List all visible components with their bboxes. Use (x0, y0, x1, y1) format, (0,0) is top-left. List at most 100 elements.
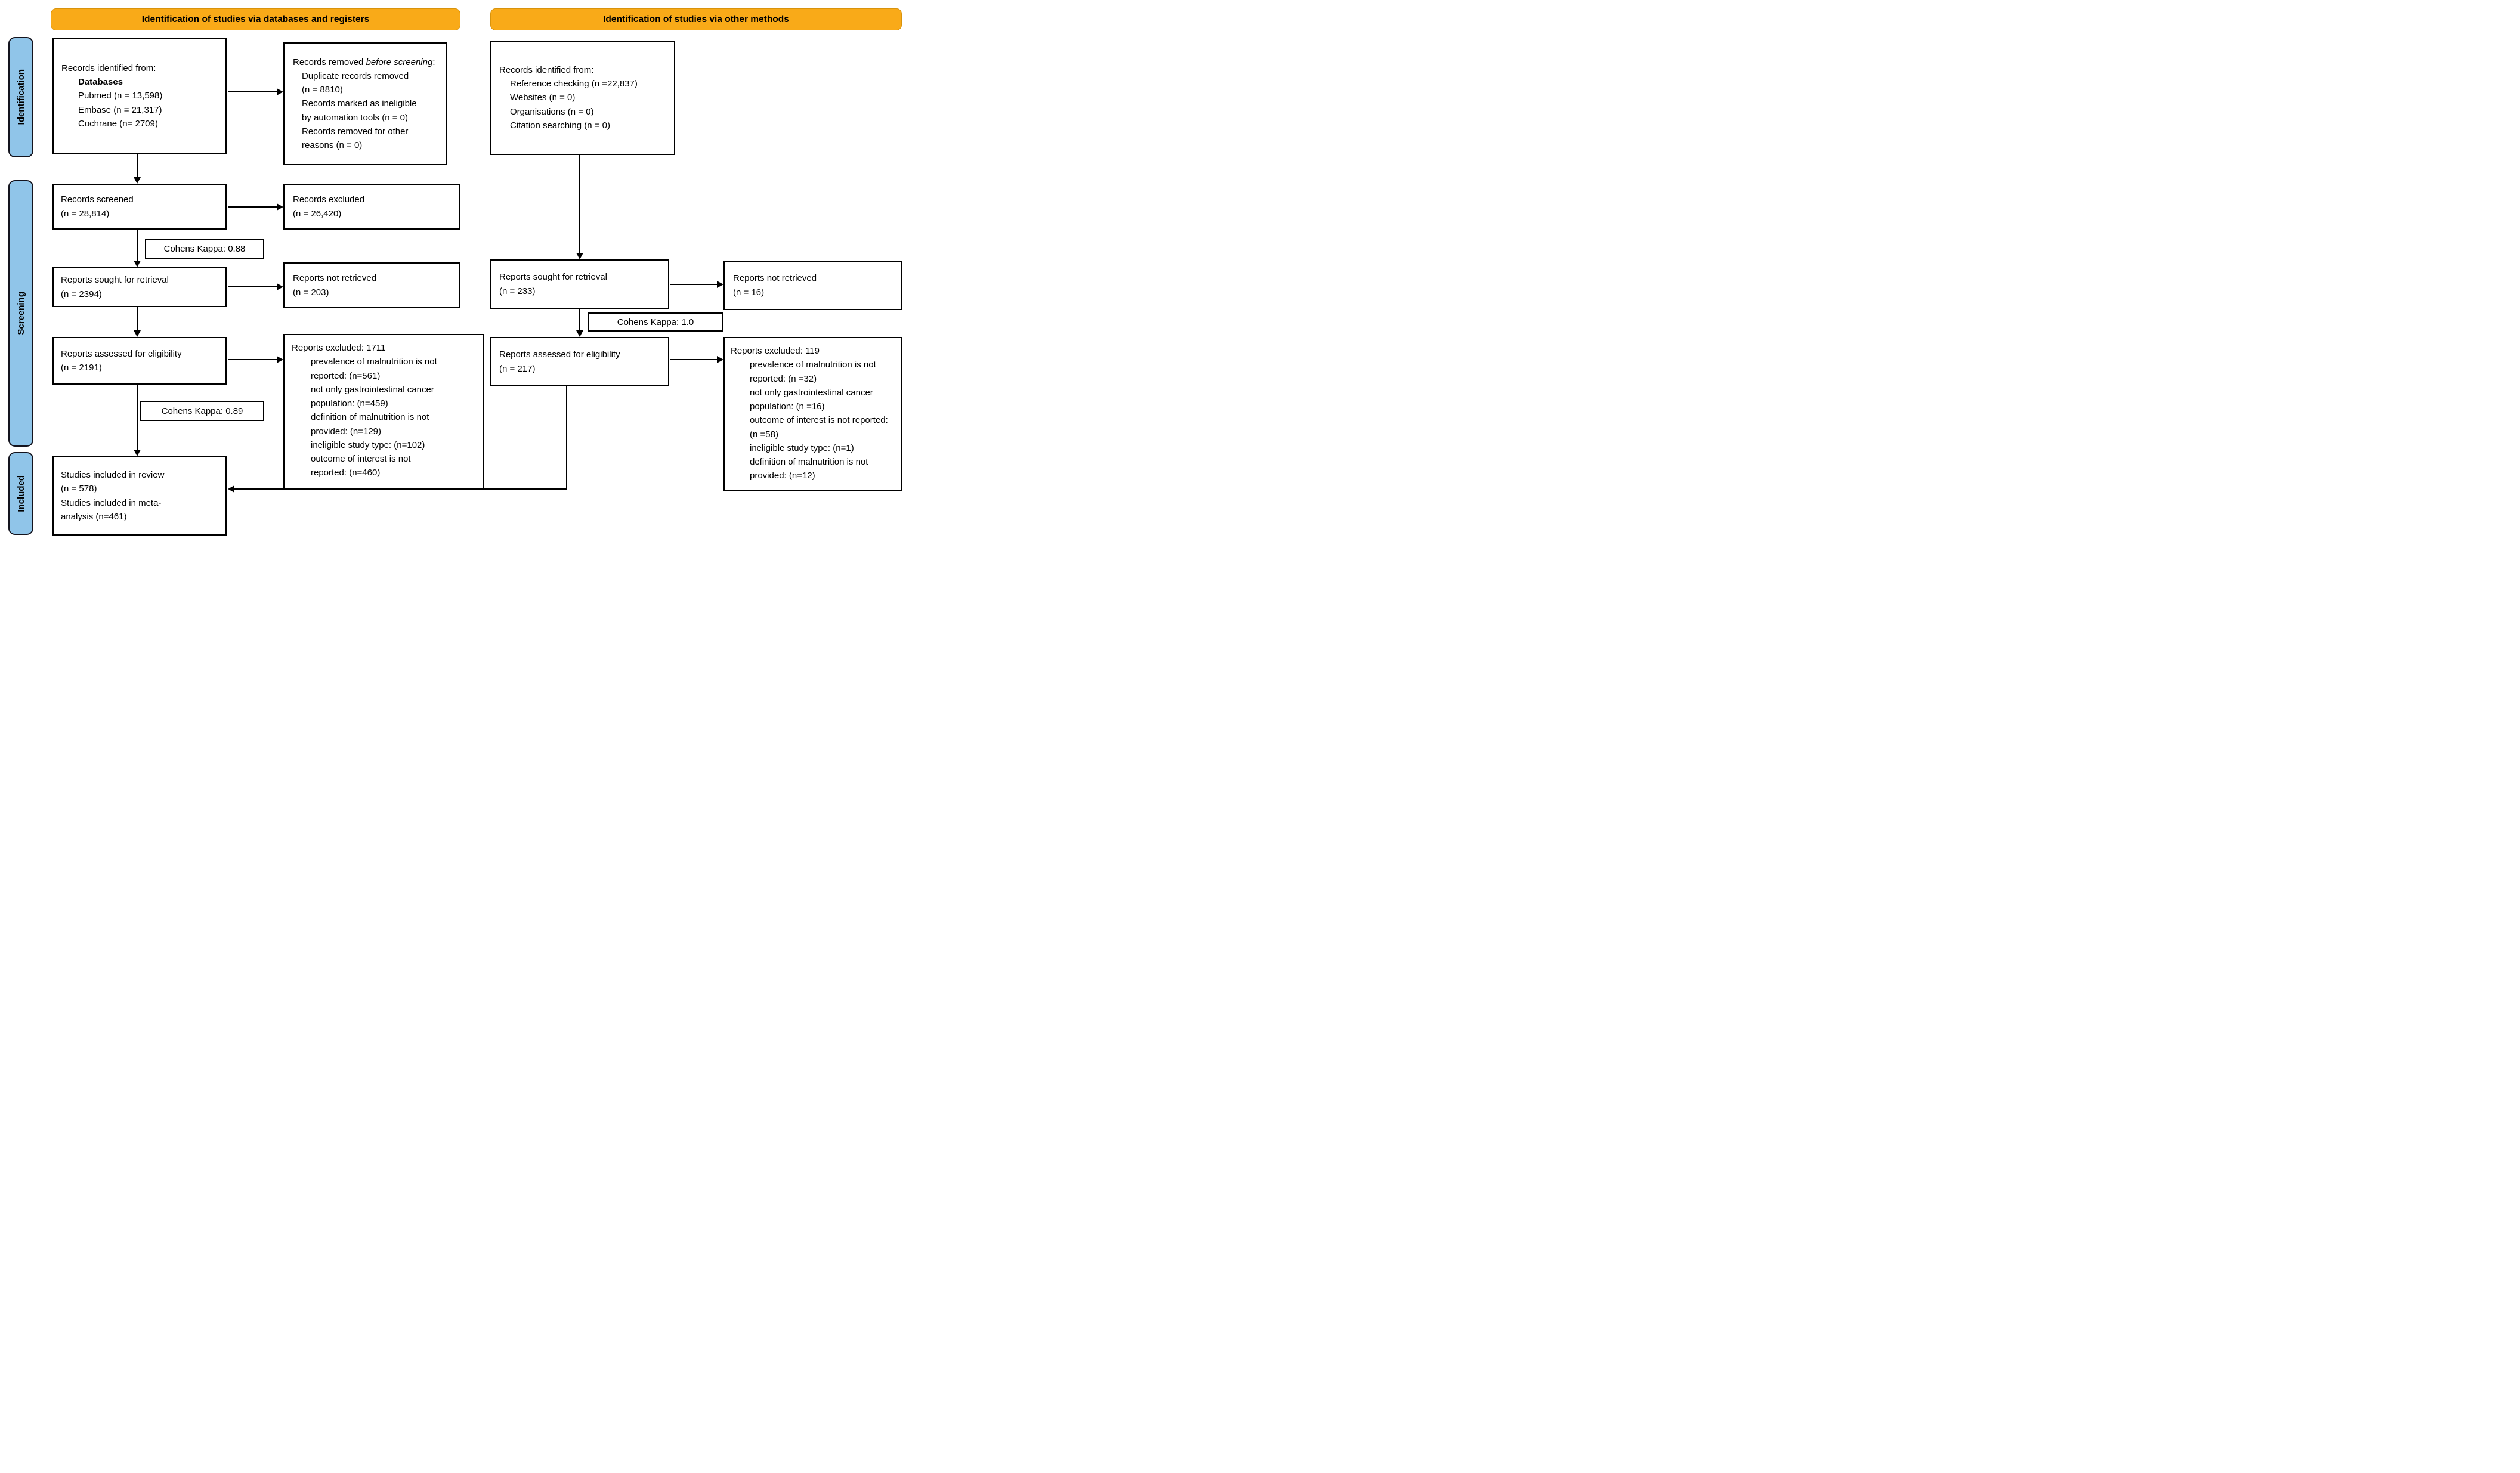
kappa-label: Cohens Kappa: 1.0 (617, 317, 694, 327)
prisma-flow-diagram: Identification of studies via databases … (0, 0, 919, 537)
arrowhead-sought-other-to-not-retrieved (717, 281, 723, 288)
arrow-line-sought-to-not-retrieved (228, 286, 277, 287)
box-lines: Studies included in review (n = 578) Studi… (61, 468, 222, 524)
lead-italic-text: before screening (366, 57, 433, 67)
arrow-line-sought-other-to-assessed (579, 309, 580, 330)
box-items: Reference checking (n =22,837)Websites (… (510, 77, 670, 132)
list-item: ineligible study type: (n=102) (311, 440, 425, 450)
box-items: Pubmed (n = 13,598)Embase (n = 21,317)Co… (78, 89, 222, 131)
records-removed-box: Records removed before screening: Duplic… (283, 42, 447, 165)
arrow-line-assessed-to-excluded (228, 359, 277, 360)
list-item: (n = 578) (61, 484, 97, 494)
kappa-retrieval-other-box: Cohens Kappa: 1.0 (588, 312, 723, 332)
box-line: Reports not retrieved (733, 273, 817, 284)
arrow-line-screened-to-sought (137, 230, 138, 261)
box-line: Records screened (61, 194, 134, 205)
stage-label: Identification (16, 69, 26, 125)
arrowhead-assessed-to-excluded (277, 356, 283, 363)
kappa-eligibility-box: Cohens Kappa: 0.89 (140, 401, 264, 421)
banner-other-methods: Identification of studies via other meth… (490, 8, 902, 30)
arrow-line-assessed-to-included (137, 385, 138, 450)
arrow-line-sought-to-assessed (137, 307, 138, 330)
stage-label: Included (16, 475, 26, 512)
box-line: (n = 28,814) (61, 208, 110, 219)
banner-databases-registers: Identification of studies via databases … (51, 8, 460, 30)
box-line: Reports sought for retrieval (61, 275, 169, 286)
list-item: Cochrane (n= 2709) (78, 118, 158, 129)
arrow-line-screened-to-excluded (228, 206, 277, 208)
box-items: Duplicate records removed(n = 8810) Recor… (302, 69, 441, 153)
lead-suffix: : (432, 57, 435, 67)
arrowhead-sought-to-not-retrieved (277, 283, 283, 290)
reports-sought-databases-box: Reports sought for retrieval (n = 2394) (52, 267, 227, 307)
arrowhead-screened-to-sought (134, 261, 141, 267)
records-identified-other-box: Records identified from: Reference check… (490, 41, 675, 155)
arrowhead-sought-to-assessed (134, 330, 141, 337)
arrowhead-assessed-to-included (134, 450, 141, 456)
arrow-line-identified-to-screened (137, 154, 138, 177)
list-item: Organisations (n = 0) (510, 106, 594, 117)
box-line: (n = 26,420) (293, 208, 342, 219)
box-line: Records excluded (293, 194, 365, 205)
box-title: Records identified from: (61, 63, 156, 73)
stage-label: Screening (16, 292, 26, 335)
arrowhead-other-to-included (228, 485, 234, 493)
box-title: Records removed before screening: (293, 55, 441, 69)
banner-label: Identification of studies via databases … (141, 14, 370, 24)
box-line: Reports sought for retrieval (499, 272, 607, 283)
box-line: (n = 233) (499, 286, 536, 296)
reports-sought-other-box: Reports sought for retrieval (n = 233) (490, 259, 669, 309)
reports-excluded-databases-box: Reports excluded: 1711 prevalence of mal… (283, 334, 484, 489)
box-subtitle: Databases (78, 77, 123, 88)
connector-assessed-other-down (566, 386, 567, 490)
box-line: (n = 16) (733, 287, 765, 298)
lead-text: Records removed (293, 57, 366, 67)
arrowhead-sought-other-to-assessed (576, 330, 583, 337)
records-screened-box: Records screened (n = 28,814) (52, 184, 227, 230)
list-item: analysis (n=461) (61, 511, 127, 522)
box-title: Reports excluded: 119 (731, 346, 820, 356)
box-line: (n = 2191) (61, 363, 102, 373)
list-item: Duplicate records removed(n = 8810) (302, 70, 409, 95)
arrow-line-identified-other-to-sought (579, 155, 580, 253)
arrowhead-screened-to-excluded (277, 203, 283, 211)
banner-label: Identification of studies via other meth… (603, 14, 789, 24)
box-line: Reports assessed for eligibility (499, 349, 620, 360)
box-line: (n = 203) (293, 287, 329, 298)
list-item: Studies included in review (61, 470, 165, 480)
arrowhead-identified-to-screened (134, 177, 141, 184)
list-item: ineligible study type: (n=1) (750, 442, 854, 453)
stage-identification: Identification (8, 37, 33, 157)
arrow-line-sought-other-to-not-retrieved (670, 284, 717, 285)
reports-excluded-other-box: Reports excluded: 119 prevalence of maln… (723, 337, 902, 491)
list-item: Studies included in meta- (61, 497, 162, 508)
list-item: Citation searching (n = 0) (510, 120, 611, 131)
arrow-line-identified-to-removed (228, 91, 277, 92)
records-identified-databases-box: Records identified from: Databases Pubme… (52, 38, 227, 154)
list-item: outcome of interest is not reported:(n =… (750, 415, 888, 440)
arrowhead-identified-to-removed (277, 88, 283, 95)
arrow-line-assessed-other-to-excluded (670, 359, 717, 360)
kappa-label: Cohens Kappa: 0.88 (163, 243, 246, 254)
reports-assessed-databases-box: Reports assessed for eligibility (n = 21… (52, 337, 227, 385)
arrowhead-identified-other-to-sought (576, 253, 583, 259)
studies-included-box: Studies included in review (n = 578) Studi… (52, 456, 227, 536)
arrowhead-assessed-other-to-excluded (717, 356, 723, 363)
box-line: Reports not retrieved (293, 273, 377, 284)
list-item: Pubmed (n = 13,598) (78, 91, 163, 101)
connector-other-to-included (234, 488, 567, 490)
box-line: (n = 2394) (61, 289, 102, 299)
reports-not-retrieved-databases-box: Reports not retrieved (n = 203) (283, 262, 460, 308)
box-title: Reports excluded: 1711 (292, 343, 386, 353)
reports-not-retrieved-other-box: Reports not retrieved (n = 16) (723, 261, 902, 310)
box-title: Records identified from: (499, 64, 594, 75)
